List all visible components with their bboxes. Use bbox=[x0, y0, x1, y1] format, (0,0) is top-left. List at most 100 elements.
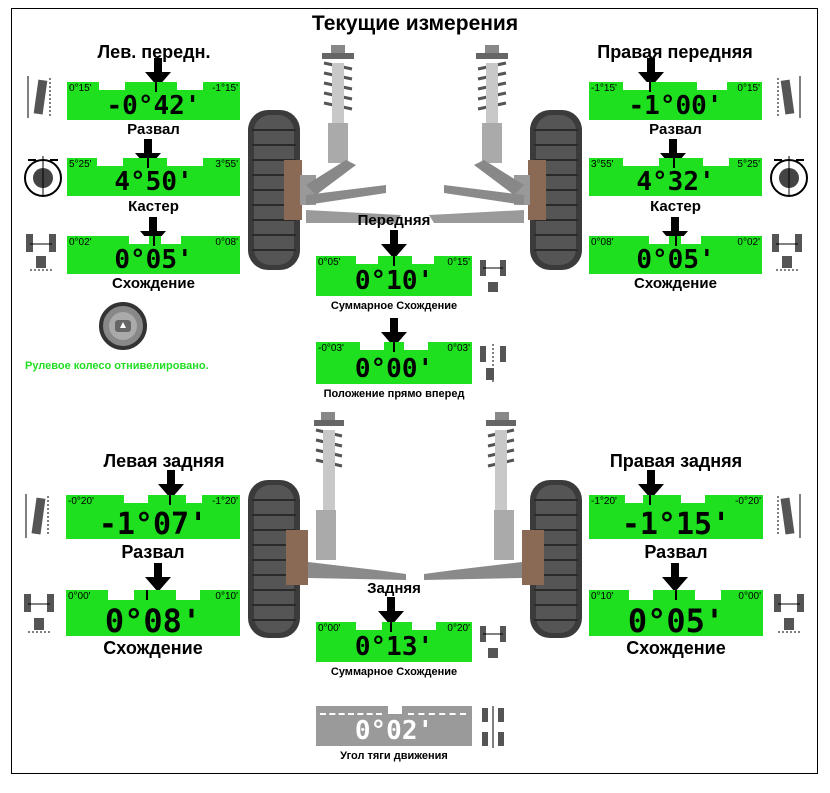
steering-level-note: Рулевое колесо отнивелировано. bbox=[25, 360, 209, 372]
min-limit: 3°55' bbox=[591, 159, 614, 170]
front-right-toe-gauge: 0°08' 0°02' 0°05' bbox=[589, 236, 762, 274]
max-limit: 5°25' bbox=[737, 159, 760, 170]
steering-wheel-icon bbox=[99, 302, 147, 350]
toe-label: Схождение bbox=[634, 275, 717, 292]
min-limit: -1°15' bbox=[591, 83, 617, 94]
arrow-down-icon bbox=[638, 470, 664, 499]
min-limit: -0°03' bbox=[318, 343, 344, 354]
toe-label: Схождение bbox=[103, 638, 203, 658]
page-title: Текущие измерения bbox=[311, 12, 519, 35]
max-limit: -0°20' bbox=[735, 496, 761, 507]
camber-label: Развал bbox=[127, 121, 180, 138]
front-left-caster-gauge: 5°25' 3°55' 4°50' bbox=[67, 158, 240, 196]
rear-right-heading: Правая задняя bbox=[609, 451, 743, 471]
arrow-down-icon bbox=[145, 58, 171, 87]
front-left-heading: Лев. передн. bbox=[97, 42, 211, 62]
min-limit: 0°00' bbox=[318, 623, 341, 634]
total-toe-label: Суммарное Схождение bbox=[330, 666, 458, 678]
thrust-angle-label: Угол тяги движения bbox=[340, 750, 448, 762]
min-limit: 0°02' bbox=[69, 237, 92, 248]
rear-left-camber-gauge: -0°20' -1°20' -1°07' bbox=[66, 495, 240, 539]
thrust-icon bbox=[482, 706, 504, 748]
caster-value: 4°32' bbox=[636, 167, 715, 196]
camber-value: -1°15' bbox=[621, 507, 731, 539]
straight-ahead-icon bbox=[480, 344, 506, 382]
toe-icon bbox=[26, 234, 56, 271]
max-limit: -1°20' bbox=[212, 496, 238, 507]
camber-value: -0°42' bbox=[106, 91, 201, 120]
front-right-camber-gauge: -1°15' 0°15' -1°00' bbox=[589, 82, 762, 120]
arrow-down-icon bbox=[158, 470, 184, 499]
min-limit: 5°25' bbox=[69, 159, 92, 170]
straight-ahead-label: Положение прямо вперед bbox=[323, 388, 465, 400]
caster-icon bbox=[770, 156, 808, 197]
front-left-toe-gauge: 0°02' 0°08' 0°05' bbox=[67, 236, 240, 274]
max-limit: 0°02' bbox=[737, 237, 760, 248]
min-limit: -0°20' bbox=[68, 496, 94, 507]
min-limit: 0°08' bbox=[591, 237, 614, 248]
camber-icon bbox=[27, 76, 51, 118]
thrust-angle-value: 0°02' bbox=[354, 716, 434, 746]
min-limit: 0°15' bbox=[69, 83, 92, 94]
arrow-down-icon bbox=[381, 230, 407, 259]
max-limit: 0°03' bbox=[447, 343, 470, 354]
min-limit: -1°20' bbox=[591, 496, 617, 507]
caster-label: Кастер bbox=[128, 198, 179, 215]
total-toe-value: 0°10' bbox=[354, 266, 434, 296]
camber-value: -1°07' bbox=[98, 507, 208, 539]
straight-ahead-gauge: -0°03' 0°03' 0°00' bbox=[316, 342, 472, 384]
toe-icon bbox=[24, 594, 54, 633]
caster-icon bbox=[24, 156, 62, 197]
rear-left-toe-gauge: 0°00' 0°10' 0°08' bbox=[66, 590, 240, 636]
toe-value: 0°05' bbox=[636, 245, 715, 274]
toe-icon bbox=[772, 234, 802, 271]
max-limit: 0°15' bbox=[737, 83, 760, 94]
total-toe-label: Суммарное Схождение bbox=[330, 300, 458, 312]
toe-value: 0°05' bbox=[114, 245, 193, 274]
rear-heading: Задняя bbox=[367, 580, 421, 597]
thrust-angle-gauge: 0°02' bbox=[316, 706, 472, 746]
arrow-down-icon bbox=[662, 563, 688, 592]
front-suspension-icon bbox=[248, 45, 582, 270]
camber-label: Развал bbox=[121, 542, 185, 562]
total-toe-value: 0°13' bbox=[354, 632, 434, 662]
rear-right-camber-gauge: -1°20' -0°20' -1°15' bbox=[589, 495, 763, 539]
main-frame bbox=[11, 8, 818, 774]
max-limit: 0°00' bbox=[738, 591, 761, 602]
min-limit: 0°10' bbox=[591, 591, 614, 602]
rear-suspension-icon bbox=[248, 412, 582, 638]
caster-value: 4°50' bbox=[114, 167, 193, 196]
camber-icon bbox=[777, 494, 801, 538]
toe-icon bbox=[774, 594, 804, 633]
front-right-caster-gauge: 3°55' 5°25' 4°32' bbox=[589, 158, 762, 196]
arrow-down-icon bbox=[381, 318, 407, 347]
straight-ahead-value: 0°00' bbox=[354, 354, 434, 384]
camber-icon bbox=[25, 494, 49, 538]
toe-label: Схождение bbox=[112, 275, 195, 292]
toe-value: 0°08' bbox=[104, 602, 202, 636]
toe-icon bbox=[480, 626, 506, 658]
max-limit: 3°55' bbox=[215, 159, 238, 170]
min-limit: 0°00' bbox=[68, 591, 91, 602]
arrow-down-icon bbox=[378, 597, 404, 626]
front-heading: Передняя bbox=[357, 212, 431, 229]
caster-label: Кастер bbox=[650, 198, 701, 215]
max-limit: 0°20' bbox=[447, 623, 470, 634]
rear-right-toe-gauge: 0°10' 0°00' 0°05' bbox=[589, 590, 763, 636]
arrow-down-icon bbox=[145, 563, 171, 592]
rear-total-toe-gauge: 0°00' 0°20' 0°13' bbox=[316, 622, 472, 662]
front-total-toe-gauge: 0°05' 0°15' 0°10' bbox=[316, 256, 472, 296]
camber-label: Развал bbox=[649, 121, 702, 138]
camber-icon bbox=[777, 76, 801, 118]
max-limit: 0°15' bbox=[447, 257, 470, 268]
camber-value: -1°00' bbox=[628, 91, 723, 120]
camber-label: Развал bbox=[644, 542, 708, 562]
toe-icon bbox=[480, 260, 506, 292]
toe-label: Схождение bbox=[626, 638, 726, 658]
max-limit: 0°10' bbox=[215, 591, 238, 602]
arrow-down-icon bbox=[638, 58, 664, 87]
front-right-heading: Правая передняя bbox=[597, 42, 753, 62]
max-limit: -1°15' bbox=[212, 83, 238, 94]
min-limit: 0°05' bbox=[318, 257, 341, 268]
toe-value: 0°05' bbox=[627, 602, 725, 636]
